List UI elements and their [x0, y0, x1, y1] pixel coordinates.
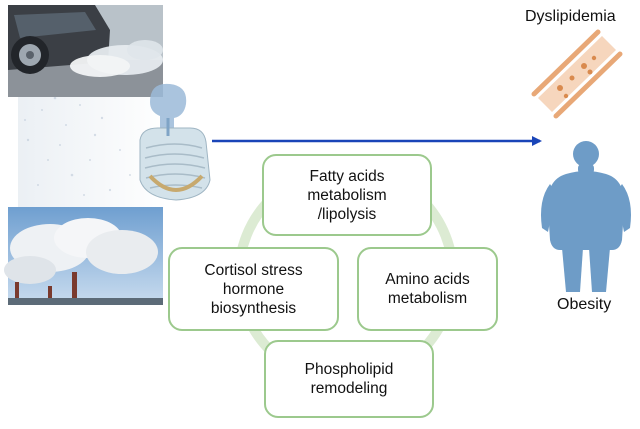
obesity-label: Obesity: [557, 296, 612, 313]
cortisol-biosynthesis-label: Cortisol stress hormone biosynthesis: [204, 261, 303, 317]
lungs-illustration: [139, 83, 211, 201]
fatty-acids-metabolism-box: Fatty acids metabolism /lipolysis: [262, 154, 432, 236]
amino-acids-metabolism-box: Amino acids metabolism: [357, 247, 498, 331]
phospholipid-remodeling-box: Phospholipid remodeling: [264, 340, 434, 418]
artery-plaque-icon: [531, 29, 623, 119]
obese-body-silhouette: [541, 141, 631, 292]
smokestacks-photo: [4, 207, 163, 305]
fatty-acids-metabolism-label: Fatty acids metabolism /lipolysis: [307, 167, 387, 223]
car-exhaust-photo: [8, 5, 163, 97]
cortisol-biosynthesis-box: Cortisol stress hormone biosynthesis: [168, 247, 339, 331]
amino-acids-metabolism-label: Amino acids metabolism: [385, 271, 470, 307]
phospholipid-remodeling-label: Phospholipid remodeling: [304, 361, 394, 397]
dyslipidemia-label: Dyslipidemia: [525, 8, 616, 25]
